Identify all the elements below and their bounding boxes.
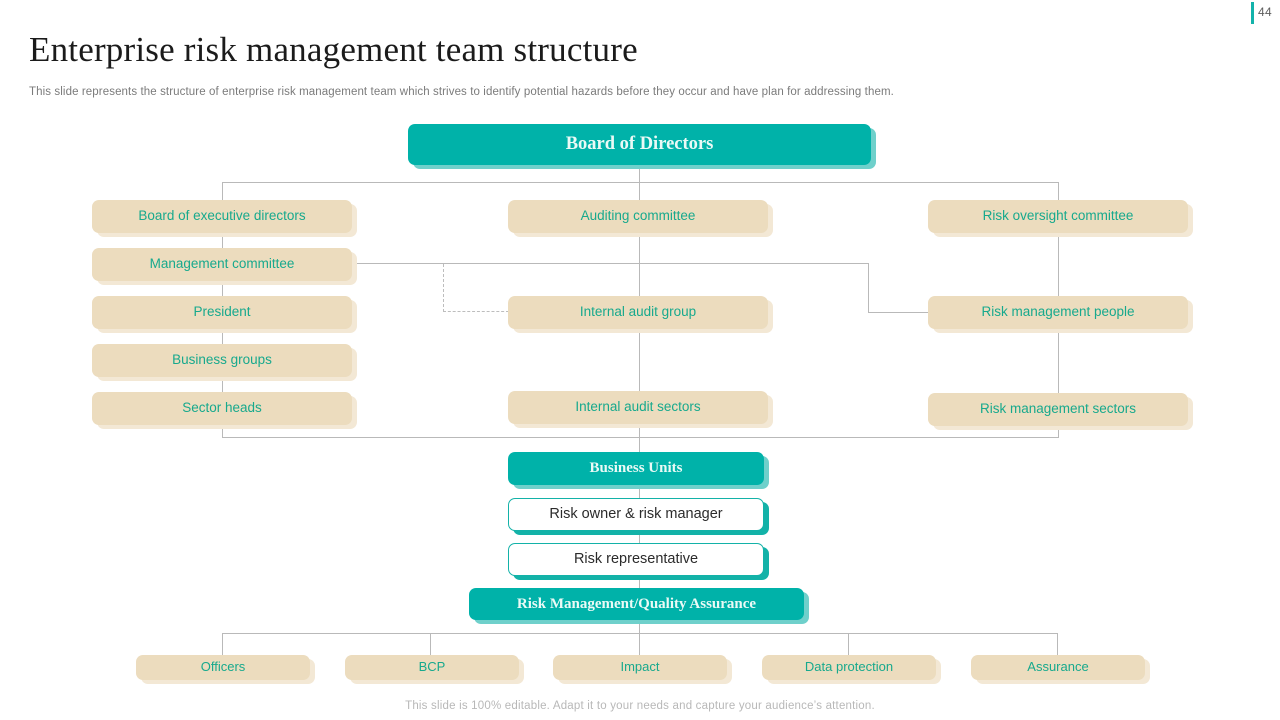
node-internal-audit-sectors[interactable]: Internal audit sectors (508, 391, 768, 424)
node-label: Impact (620, 659, 660, 675)
node-auditing-committee[interactable]: Auditing committee (508, 200, 768, 233)
node-management-committee[interactable]: Management committee (92, 248, 352, 281)
connector-drop-assurance (1057, 633, 1058, 655)
connector-dashed-drop (443, 264, 444, 312)
connector-units-to-owner (639, 485, 640, 499)
connector-auditing-to-group (639, 232, 640, 296)
connector-dashed-run (443, 311, 509, 312)
node-label: Board of executive directors (138, 208, 306, 224)
node-assurance[interactable]: Assurance (971, 655, 1145, 680)
connector-drop-impact (639, 633, 640, 655)
node-label: BCP (418, 659, 446, 675)
node-business-groups[interactable]: Business groups (92, 344, 352, 377)
node-label: Risk oversight committee (982, 208, 1134, 224)
page-title: Enterprise risk management team structur… (29, 30, 638, 69)
connector-root-stem (639, 165, 640, 183)
node-board-of-directors[interactable]: Board of Directors (408, 124, 871, 165)
node-label: President (193, 304, 251, 320)
node-impact[interactable]: Impact (553, 655, 727, 680)
connector-rmqa-stem (639, 620, 640, 633)
node-risk-representative[interactable]: Risk representative (508, 543, 764, 576)
node-label: Sector heads (182, 400, 262, 416)
connector-mgmt-right-run (352, 263, 868, 264)
connector-drop-right-1 (1058, 182, 1059, 200)
connector-oversight-to-people (1058, 232, 1059, 296)
connector-president-to-groups (222, 328, 223, 344)
connector-bottom-bar (222, 633, 1058, 634)
node-label: Management committee (149, 256, 295, 272)
connector-groups-to-sectorheads (222, 376, 223, 392)
node-board-of-executive-directors[interactable]: Board of executive directors (92, 200, 352, 233)
node-risk-owner-risk-manager[interactable]: Risk owner & risk manager (508, 498, 764, 531)
node-label: Internal audit group (579, 304, 697, 320)
connector-converge-right (1058, 425, 1059, 437)
node-label: Risk representative (573, 550, 699, 567)
connector-drop-left-1 (222, 182, 223, 200)
node-label: Risk management people (981, 304, 1135, 320)
connector-converge-center (639, 424, 640, 452)
node-label: Internal audit sectors (575, 399, 701, 415)
connector-drop-center-1 (639, 182, 640, 200)
page-number: 44 (1258, 5, 1272, 19)
node-business-units[interactable]: Business Units (508, 452, 764, 485)
node-label: Auditing committee (580, 208, 696, 224)
connector-rep-to-rmqa (639, 576, 640, 588)
node-label: Risk management sectors (979, 401, 1137, 417)
page-accent-bar (1251, 2, 1254, 24)
connector-people-to-sectors (1058, 328, 1059, 393)
node-label: Data protection (804, 659, 894, 675)
node-label: Risk Management/Quality Assurance (516, 595, 757, 612)
node-label: Assurance (1027, 659, 1089, 675)
connector-group-to-sectors (639, 328, 640, 392)
connector-mgmt-to-people (868, 312, 930, 313)
connector-drop-bcp (430, 633, 431, 655)
page-subtitle: This slide represents the structure of e… (29, 86, 894, 98)
node-bcp[interactable]: BCP (345, 655, 519, 680)
node-internal-audit-group[interactable]: Internal audit group (508, 296, 768, 329)
node-label: Risk owner & risk manager (549, 505, 723, 522)
node-risk-management-quality-assurance[interactable]: Risk Management/Quality Assurance (469, 588, 804, 620)
connector-level1-bar (222, 182, 1059, 183)
node-officers[interactable]: Officers (136, 655, 310, 680)
node-label: Business groups (172, 352, 272, 368)
connector-converge-left (222, 424, 223, 437)
connector-converge-bar (222, 437, 1059, 438)
node-risk-management-people[interactable]: Risk management people (928, 296, 1188, 329)
connector-exec-to-mgmt (222, 232, 223, 248)
node-president[interactable]: President (92, 296, 352, 329)
node-label: Officers (200, 659, 246, 675)
node-sector-heads[interactable]: Sector heads (92, 392, 352, 425)
connector-drop-officers (222, 633, 223, 655)
node-label: Business Units (589, 460, 683, 477)
connector-mgmt-right-drop (868, 263, 869, 312)
connector-owner-to-rep (639, 531, 640, 544)
connector-mgmt-to-president (222, 280, 223, 296)
node-risk-management-sectors[interactable]: Risk management sectors (928, 393, 1188, 426)
node-label: Board of Directors (565, 134, 714, 155)
connector-drop-data-protection (848, 633, 849, 655)
node-data-protection[interactable]: Data protection (762, 655, 936, 680)
node-risk-oversight-committee[interactable]: Risk oversight committee (928, 200, 1188, 233)
editable-footer-note: This slide is 100% editable. Adapt it to… (405, 700, 875, 712)
